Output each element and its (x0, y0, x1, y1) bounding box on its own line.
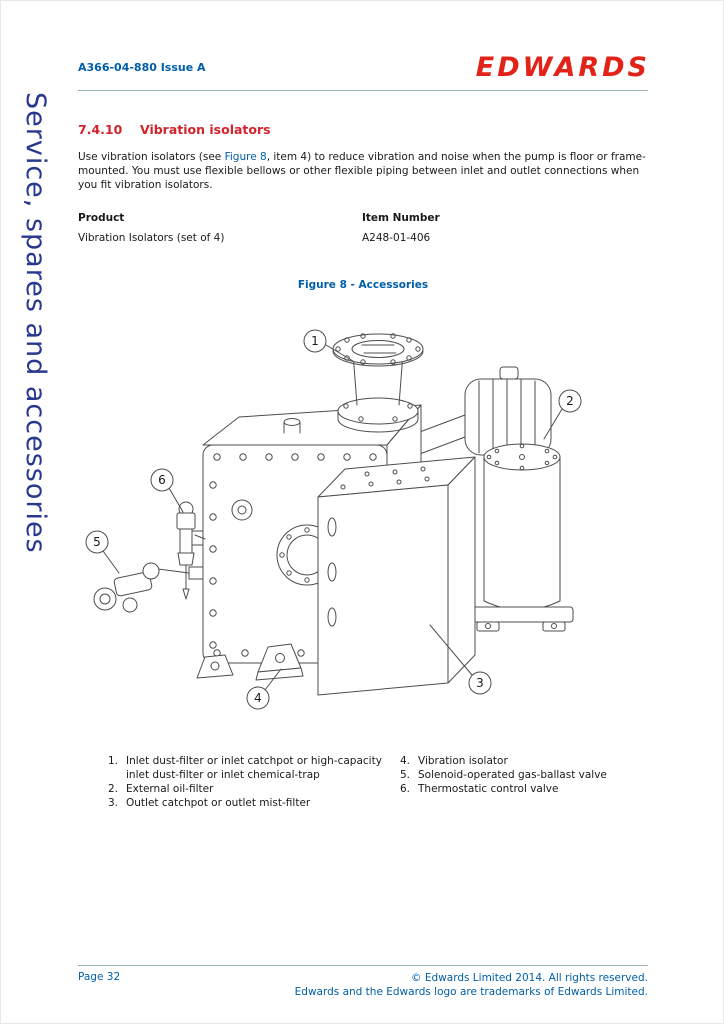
copyright-line: © Edwards Limited 2014. All rights reser… (411, 972, 648, 984)
figure-legend: 1. Inlet dust-filter or inlet catchpot o… (108, 754, 646, 810)
callout-6: 6 (150, 468, 174, 492)
vibration-isolator-foot-drawing (196, 643, 304, 681)
oil-filter-drawing (470, 443, 574, 632)
legend-item-5: 5. Solenoid-operated gas-ballast valve (400, 768, 646, 782)
callout-1: 1 (303, 329, 327, 353)
section-title: Vibration isolators (140, 122, 271, 137)
item-number-cell: A248-01-406 (362, 232, 431, 244)
legend-number: 2. (108, 783, 119, 795)
legend-number: 1. (108, 755, 119, 767)
callout-4-label: 4 (254, 691, 262, 705)
column-header-product: Product (78, 212, 125, 224)
legend-number: 3. (108, 797, 119, 809)
paragraph-text: , item 4) to reduce vibration and noise … (78, 151, 646, 191)
figure-8-link[interactable]: Figure 8 (224, 151, 267, 163)
legend-text: Solenoid-operated gas-ballast valve (418, 769, 607, 781)
callout-5-label: 5 (93, 535, 101, 549)
callout-4: 4 (246, 686, 270, 710)
motor-drawing (464, 366, 552, 456)
document-reference: A366-04-880 Issue A (78, 61, 206, 74)
support-frame-drawing (416, 414, 466, 456)
body-paragraph: Use vibration isolators (see Figure 8, i… (78, 150, 652, 192)
legend-number: 5. (400, 769, 411, 781)
legend-text: Thermostatic control valve (418, 783, 559, 795)
header-divider (78, 90, 648, 91)
footer-divider (78, 965, 648, 966)
product-cell: Vibration Isolators (set of 4) (78, 232, 225, 244)
footer-legal: © Edwards Limited 2014. All rights reser… (295, 971, 648, 999)
legend-item-2: 2. External oil-filter (108, 782, 396, 796)
catchpot-drawing (317, 456, 476, 696)
column-header-item-number: Item Number (362, 212, 440, 224)
table-row: Vibration Isolators (set of 4) A248-01-4… (78, 232, 652, 244)
legend-item-1: 1. Inlet dust-filter or inlet catchpot o… (108, 754, 396, 782)
thermostatic-valve-drawing (176, 501, 206, 600)
callout-3-label: 3 (476, 676, 484, 690)
legend-item-4: 4. Vibration isolator (400, 754, 646, 768)
legend-text: Vibration isolator (418, 755, 508, 767)
legend-left-column: 1. Inlet dust-filter or inlet catchpot o… (108, 754, 396, 810)
callout-3: 3 (468, 671, 492, 695)
legend-number: 6. (400, 783, 411, 795)
legend-item-6: 6. Thermostatic control valve (400, 782, 646, 796)
legend-item-3: 3. Outlet catchpot or outlet mist-filter (108, 796, 396, 810)
parts-table: Product Item Number Vibration Isolators … (78, 212, 652, 244)
legend-number: 4. (400, 755, 411, 767)
paragraph-text: Use vibration isolators (see (78, 151, 225, 163)
callout-balloons: 1 2 3 4 5 6 (85, 329, 582, 710)
legend-text: Outlet catchpot or outlet mist-filter (126, 797, 311, 809)
gas-ballast-valve-drawing (93, 562, 190, 613)
figure-8-illustration: 1 2 3 4 5 6 (85, 305, 605, 733)
callout-2-label: 2 (566, 394, 574, 408)
section-number: 7.4.10 (78, 122, 123, 137)
parts-table-header-row: Product Item Number (78, 212, 652, 224)
legend-right-column: 4. Vibration isolator 5. Solenoid-operat… (400, 754, 646, 810)
section-heading: 7.4.10 Vibration isolators (78, 122, 271, 137)
chapter-sidebar-title: Service, spares and accessories (20, 92, 51, 554)
trademark-line: Edwards and the Edwards logo are tradema… (294, 986, 648, 998)
callout-6-label: 6 (158, 473, 166, 487)
callout-1-label: 1 (311, 334, 319, 348)
inlet-port-drawing (332, 333, 424, 433)
callout-leader-lines (102, 344, 563, 691)
page-number: Page 32 (78, 971, 121, 983)
figure-caption: Figure 8 - Accessories (297, 279, 429, 291)
legend-text: External oil-filter (126, 783, 214, 795)
edwards-logo: EDWARDS (475, 52, 650, 83)
pump-diagram: 1 2 3 4 5 6 (85, 329, 582, 710)
callout-2: 2 (558, 389, 582, 413)
callout-5: 5 (85, 530, 109, 554)
legend-text: Inlet dust-filter or inlet catchpot or h… (126, 755, 382, 781)
